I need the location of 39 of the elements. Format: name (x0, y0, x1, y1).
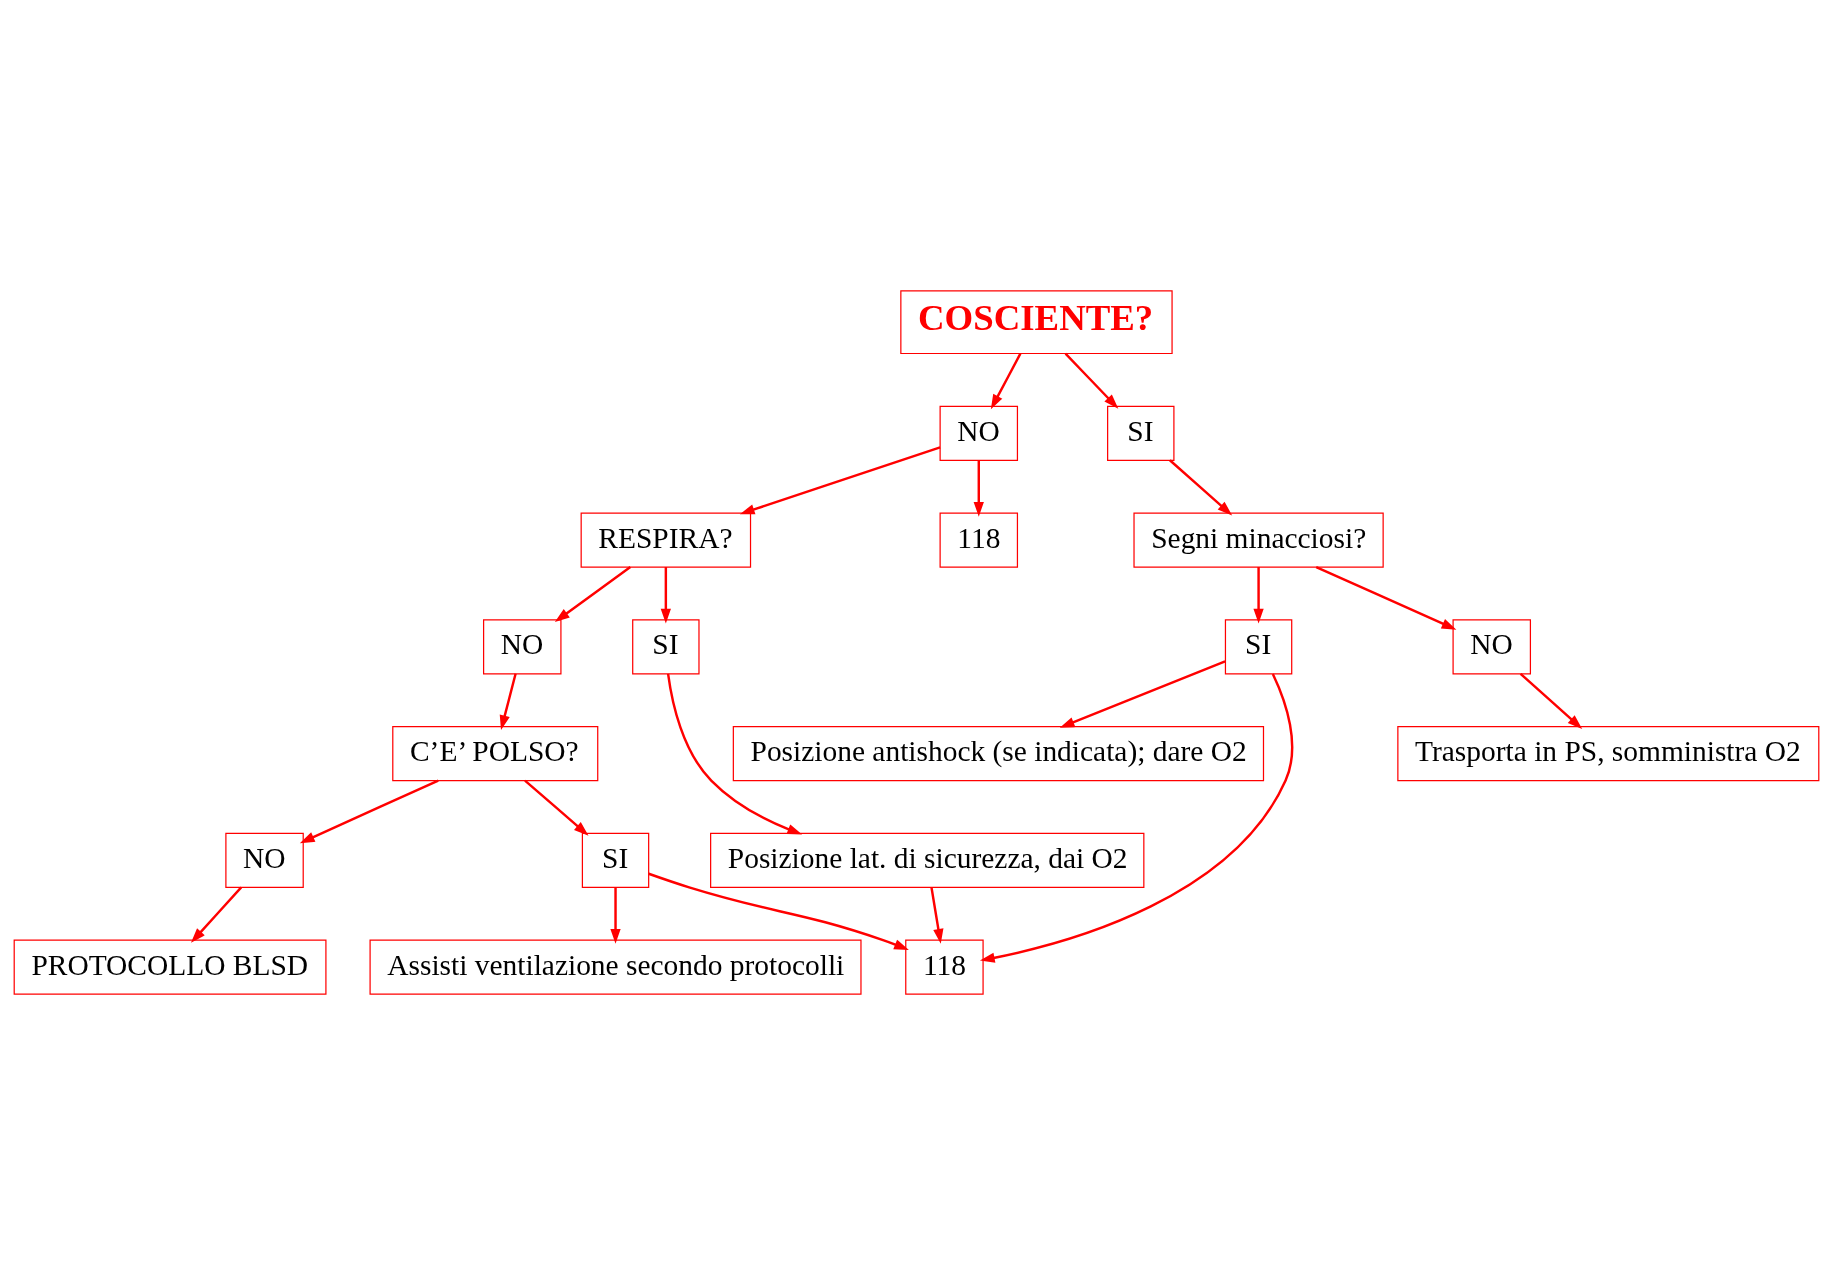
arrow (1064, 352, 1118, 409)
node-box: Segni minacciosi? (1132, 511, 1384, 568)
arrow (1168, 458, 1232, 515)
arrow (739, 445, 940, 514)
node-box: SI (581, 832, 649, 888)
arrow (660, 566, 671, 623)
arrow (990, 352, 1021, 409)
node-box: 118 (904, 938, 984, 995)
node-box: NO (939, 405, 1018, 461)
arrow (979, 672, 1293, 963)
arrow (299, 778, 439, 843)
node-box: SI (1106, 405, 1174, 461)
arrow (1252, 566, 1264, 623)
arrow (554, 565, 631, 622)
node-box: COSCIENTE? (899, 289, 1173, 354)
arrow (190, 886, 242, 943)
node-box: SI (631, 618, 700, 674)
node-box: Assisti ventilazione secondo protocolli (368, 938, 862, 995)
node-box: NO (1451, 618, 1531, 674)
node-box: PROTOCOLLO BLSD (13, 938, 327, 995)
arrow (647, 872, 909, 950)
node-box: Posizione antishock (se indicata); dare O2 (732, 725, 1264, 781)
arrow (1315, 565, 1456, 630)
node-box: RESPIRA? (580, 511, 751, 568)
node-box: C’E’ POLSO? (391, 725, 598, 781)
node-box: 118 (939, 511, 1018, 568)
node-box: NO (224, 832, 304, 888)
node-box: Trasporta in PS, somministra O2 (1396, 725, 1819, 781)
arrow (499, 673, 517, 730)
arrow (1519, 672, 1582, 729)
arrow (523, 779, 588, 836)
node-box: Posizione lat. di sicurezza, dai O2 (709, 832, 1144, 888)
node-box: NO (482, 618, 562, 674)
node-box: SI (1224, 618, 1292, 674)
arrow (609, 886, 621, 944)
arrow (1059, 659, 1226, 728)
arrow (973, 459, 984, 517)
arrow (929, 886, 943, 944)
arrow (666, 673, 802, 834)
